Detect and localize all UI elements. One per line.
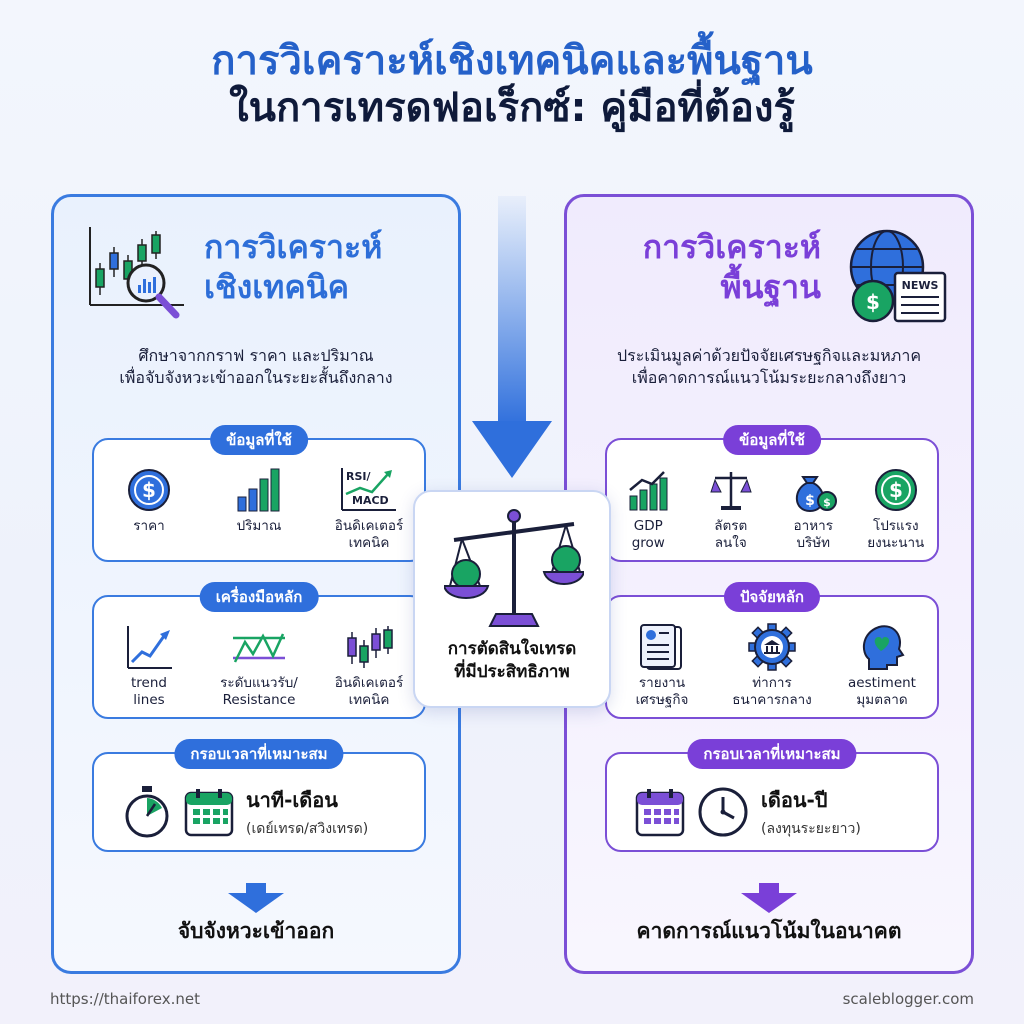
footer-credit[interactable]: scaleblogger.com	[842, 990, 974, 1008]
technical-heading-line2: เชิงเทคนิค	[204, 268, 349, 306]
fundamental-data-item: ลัตรตลนใจ	[693, 466, 769, 552]
technical-timeframe-label: กรอบเวลาที่เหมาะสม	[174, 739, 344, 769]
svg-text:$: $	[889, 478, 903, 502]
technical-heading: การวิเคราะห์ เชิงเทคนิค	[204, 227, 382, 307]
svg-text:$: $	[142, 478, 156, 502]
fundamental-panel: การวิเคราะห์ พื้นฐาน NEWS $ ประเมินมูลค่…	[564, 194, 974, 974]
down-arrow-icon	[741, 883, 797, 913]
footer-source-link[interactable]: https://thaiforex.net	[50, 990, 201, 1008]
technical-panel: การวิเคราะห์ เชิงเทคนิค ศึกษาจากกราฟ ราค…	[51, 194, 461, 974]
stopwatch-icon	[125, 786, 169, 838]
candlestick-icon	[347, 626, 393, 668]
candlestick-magnifier-icon	[89, 227, 184, 319]
fundamental-heading-line2: พื้นฐาน	[720, 268, 821, 306]
down-arrow-icon	[228, 883, 284, 913]
balance-icon	[710, 472, 752, 510]
support-resistance-icon	[233, 633, 285, 663]
fundamental-data-label: ข้อมูลที่ใช้	[723, 425, 821, 455]
technical-description: ศึกษาจากกราฟ ราคา และปริมาณ เพื่อจับจังห…	[74, 345, 438, 390]
fundamental-timeframe-box: กรอบเวลาที่เหมาะสม เดือน-ปี (ลงทุนระยะยา…	[605, 739, 939, 852]
svg-text:RSI/: RSI/	[346, 470, 371, 483]
fundamental-factors-box: ปัจจัยหลัก รายงานเศรษฐกิจ ท่าการธนาคารกล…	[605, 582, 939, 719]
trend-line-icon	[127, 626, 172, 669]
sentiment-head-icon	[862, 625, 905, 670]
fundamental-data-item: $ โปรแรงยงนะนาน	[858, 466, 934, 552]
clock-icon	[698, 787, 748, 837]
technical-tool-item: ระดับแนวรับ/Resistance	[209, 623, 309, 709]
title-line-2: ในการเทรดฟอเร็กซ์: คู่มือที่ต้องรู้	[229, 85, 795, 132]
gdp-growth-icon	[629, 471, 668, 511]
central-bank-gear-icon	[748, 623, 796, 671]
technical-timeframe-box: กรอบเวลาที่เหมาะสม นาที-เดือน (เดย์เทรด/…	[92, 739, 426, 852]
technical-desc-line2: เพื่อจับจังหวะเข้าออกในระยะสั้นถึงกลาง	[119, 368, 393, 388]
center-down-arrow-icon	[472, 196, 552, 478]
technical-tool-item: อินดิเคเตอร์เทคนิค	[319, 623, 419, 709]
title-line-1: การวิเคราะห์เชิงเทคนิคและพื้นฐาน	[211, 38, 813, 84]
page-title: การวิเคราะห์เชิงเทคนิคและพื้นฐาน ในการเท…	[0, 38, 1024, 132]
fundamental-factor-item: ท่าการธนาคารกลาง	[722, 623, 822, 709]
svg-text:$: $	[805, 493, 815, 509]
decision-box: การตัดสินใจเทรด ที่มีประสิทธิภาพ	[413, 490, 611, 708]
fundamental-timeframe-main: เดือน-ปี	[761, 788, 828, 812]
technical-heading-line1: การวิเคราะห์	[204, 228, 383, 266]
fundamental-desc-line1: ประเมินมูลค่าด้วยปัจจัยเศรษฐกิจและมหภาค	[616, 346, 922, 365]
decision-label: การตัดสินใจเทรด ที่มีประสิทธิภาพ	[447, 639, 577, 682]
technical-data-item: RSI/MACD อินดิเคเตอร์เทคนิค	[319, 466, 419, 552]
technical-tools-label: เครื่องมือหลัก	[199, 582, 319, 612]
calendar-icon	[184, 789, 234, 837]
fundamental-heading-line1: การวิเคราะห์	[642, 228, 821, 266]
svg-text:NEWS: NEWS	[902, 279, 939, 292]
volume-bars-icon	[237, 468, 280, 512]
fundamental-timeframe-label: กรอบเวลาที่เหมาะสม	[687, 739, 857, 769]
fundamental-desc-line2: เพื่อคาดการณ์แนวโน้มระยะกลางถึงยาว	[631, 368, 907, 388]
dollar-coin-icon: $	[128, 469, 170, 511]
technical-desc-line1: ศึกษาจากกราฟ ราคา และปริมาณ	[138, 346, 374, 365]
fundamental-timeframe-sub: (ลงทุนระยะยาว)	[761, 821, 861, 837]
technical-timeframe-main: นาที-เดือน	[246, 788, 338, 812]
balance-scale-icon	[444, 509, 584, 627]
technical-data-box: ข้อมูลที่ใช้ $ ราคา ปริมาณ RSI/MACD อินด…	[92, 425, 426, 562]
technical-data-label: ข้อมูลที่ใช้	[210, 425, 308, 455]
dollar-coin-icon: $	[874, 469, 917, 511]
svg-text:MACD: MACD	[352, 494, 389, 507]
globe-news-icon: NEWS $	[849, 229, 947, 323]
technical-timeframe-sub: (เดย์เทรด/สวิงเทรด)	[246, 821, 369, 837]
fundamental-data-item: $$ อาหารบริษัท	[775, 466, 851, 552]
report-icon	[640, 624, 682, 670]
fundamental-factors-label: ปัจจัยหลัก	[723, 582, 821, 612]
technical-data-item: ปริมาณ	[209, 466, 309, 552]
rsi-macd-icon: RSI/MACD	[341, 468, 396, 511]
fundamental-conclusion: คาดการณ์แนวโน้มในอนาคต	[636, 919, 902, 943]
fundamental-factor-item: รายงานเศรษฐกิจ	[612, 623, 712, 709]
svg-text:$: $	[823, 496, 831, 509]
technical-conclusion: จับจังหวะเข้าออก	[177, 919, 335, 943]
fundamental-heading: การวิเคราะห์ พื้นฐาน	[643, 227, 821, 307]
calendar-icon	[635, 789, 685, 837]
svg-text:$: $	[866, 290, 880, 314]
technical-data-item: $ ราคา	[99, 466, 199, 552]
fundamental-description: ประเมินมูลค่าด้วยปัจจัยเศรษฐกิจและมหภาค …	[587, 345, 951, 390]
money-bag-icon: $$	[796, 476, 838, 513]
